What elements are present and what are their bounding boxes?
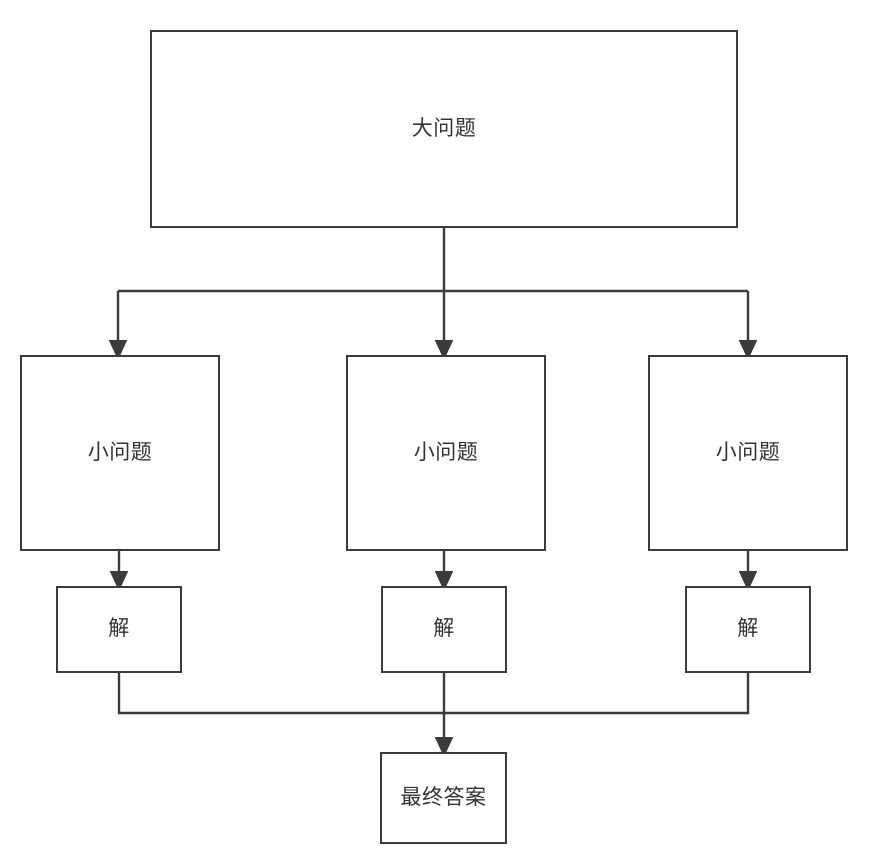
node-solution-2[interactable]: 解 <box>381 586 507 673</box>
node-solution-2-label: 解 <box>433 617 455 641</box>
node-sub-problem-1-label: 小问题 <box>87 440 153 464</box>
node-solution-3-label: 解 <box>737 617 759 641</box>
edge-collector-bus <box>117 673 750 715</box>
node-big-problem-label: 大问题 <box>411 116 477 140</box>
node-big-problem[interactable]: 大问题 <box>150 30 738 228</box>
node-final-answer[interactable]: 最终答案 <box>380 752 507 844</box>
node-sub-problem-2[interactable]: 小问题 <box>346 355 546 551</box>
node-final-answer-label: 最终答案 <box>400 785 487 809</box>
node-solution-1-label: 解 <box>108 617 130 641</box>
node-solution-3[interactable]: 解 <box>685 586 811 673</box>
node-solution-1[interactable]: 解 <box>56 586 182 673</box>
node-sub-problem-3[interactable]: 小问题 <box>648 355 848 551</box>
node-sub-problem-1[interactable]: 小问题 <box>20 355 220 551</box>
node-sub-problem-3-label: 小问题 <box>715 440 781 464</box>
node-sub-problem-2-label: 小问题 <box>413 440 479 464</box>
